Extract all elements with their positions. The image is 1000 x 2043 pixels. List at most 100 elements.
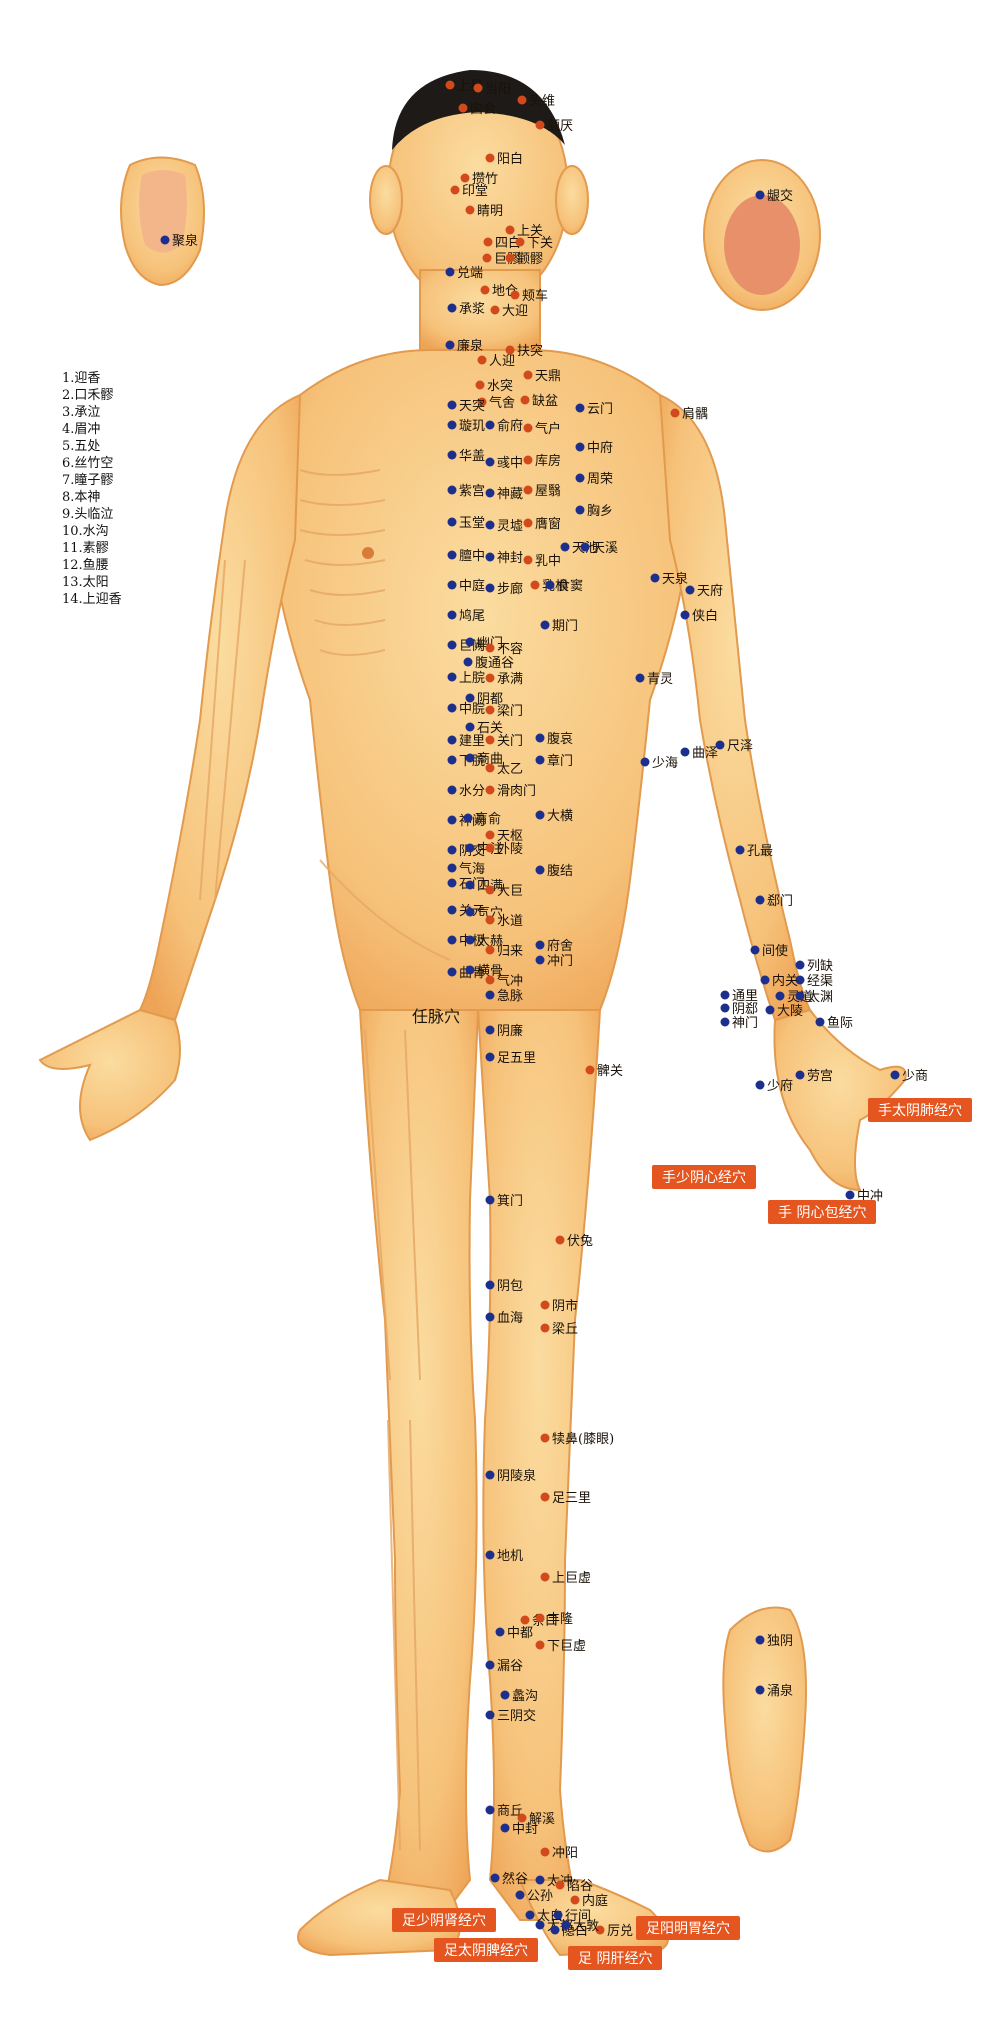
acupoint-dot [465, 205, 475, 215]
acupoint-label: 库房 [535, 453, 561, 469]
acupoint-dot [447, 485, 457, 495]
acupoint-label: 屋翳 [535, 484, 561, 499]
acupoint-dot [447, 420, 457, 430]
acupoint-dot [482, 253, 492, 263]
acupoint-dot [540, 1433, 550, 1443]
legend-item: 6.丝竹空 [62, 456, 114, 471]
acupoint-label: 大敦 [573, 1918, 599, 1934]
acupoint-dot [540, 1300, 550, 1310]
acupoint-dot [535, 810, 545, 820]
acupoint-dot [485, 153, 495, 163]
acupoint-dot [485, 1025, 495, 1035]
acupoint-dot [447, 845, 457, 855]
acupoint-dot [447, 580, 457, 590]
acupoint-label: 太乙 [497, 762, 523, 777]
acupoint-dot [485, 1550, 495, 1560]
acupoint-label: 气舍 [489, 395, 515, 411]
acupoint-dot [720, 1017, 730, 1027]
acupoint-label: 华盖 [459, 449, 485, 464]
acupoint-label: 颔厌 [547, 119, 573, 134]
acupoint-dot [495, 1627, 505, 1637]
acupoint-label: 归来 [497, 944, 523, 959]
acupoint-label: 劳宫 [807, 1068, 833, 1084]
acupoint-label: 三阴交 [497, 1708, 536, 1724]
acupoint-label: 阴陵泉 [497, 1468, 536, 1484]
tag-liver-meridian: 足 阴肝经穴 [568, 1946, 663, 1970]
acupoint-label: 冲门 [547, 954, 573, 969]
acupoint-dot [505, 253, 515, 263]
acupoint-label: 滑肉门 [497, 784, 536, 799]
acupoint-dot [485, 552, 495, 562]
acupoint-dot [445, 267, 455, 277]
acupoint-label: 中都 [507, 1626, 533, 1641]
acupoint-dot [535, 1640, 545, 1650]
acupoint-dot [685, 585, 695, 595]
acupoint-label: 上巨虚 [552, 1571, 591, 1586]
acupoint-dot [540, 620, 550, 630]
acupoint-dot [650, 573, 660, 583]
acupoint-dot [795, 991, 805, 1001]
acupoint-label: 紫宫 [459, 484, 485, 499]
legend-item: 13.太阳 [62, 575, 109, 590]
acupoint-label: 聚泉 [172, 233, 198, 249]
acupoint-dot [447, 935, 457, 945]
acupoint-label: 天枢 [497, 829, 523, 844]
acupoint-label: 俞府 [497, 418, 523, 434]
acupoint-dot [477, 397, 487, 407]
acupoint-label: 列缺 [807, 959, 833, 974]
tongue-detail [139, 170, 187, 253]
acupoint-dot [485, 673, 495, 683]
acupoint-label: 太渊 [807, 990, 833, 1005]
acupoint-dot [890, 1070, 900, 1080]
acupoint-label: 经渠 [807, 974, 833, 989]
acupoint-label: 冲阳 [552, 1846, 578, 1861]
acupoint-dot [750, 945, 760, 955]
acupoint-dot [485, 1660, 495, 1670]
acupoint-label: 阴都 [477, 692, 503, 707]
acupoint-dot [765, 1005, 775, 1015]
acupoint-dot [535, 755, 545, 765]
acupoint-dot [465, 880, 475, 890]
acupoint-label: 青灵 [647, 672, 673, 687]
acupoint-label: 阴郄 [732, 1002, 758, 1017]
acupoint-dot [720, 1003, 730, 1013]
acupoint-label: 大迎 [502, 304, 528, 319]
acupoint-dot [447, 517, 457, 527]
acupoint-dot [530, 580, 540, 590]
acupoint-label: 漏谷 [497, 1658, 523, 1674]
acupoint-label: 商曲 [477, 752, 503, 767]
acupoint-label: 陷谷 [567, 1879, 593, 1894]
acupoint-label: 上脘 [459, 671, 485, 686]
acupoint-dot [595, 1925, 605, 1935]
acupoint-label: 尺泽 [727, 739, 753, 754]
acupoint-dot [465, 753, 475, 763]
acupoint-label: 解溪 [529, 1812, 555, 1827]
acupoint-label: 商丘 [497, 1804, 523, 1819]
acupoint-label: 血海 [497, 1311, 523, 1326]
legend-item: 10.水沟 [62, 524, 109, 539]
legend-item: 2.口禾髎 [62, 388, 114, 403]
acupoint-dot [545, 580, 555, 590]
acupoint-dot [535, 120, 545, 130]
tag-pericardium-meridian: 手 阴心包经穴 [768, 1200, 877, 1224]
acupoint-label: 大横 [547, 809, 573, 824]
acupoint-label: 神门 [732, 1016, 758, 1031]
acupoint-dot [755, 1685, 765, 1695]
acupoint-label: 阴包 [497, 1279, 523, 1294]
acupoint-dot [447, 863, 457, 873]
acupoint-label: 气冲 [497, 973, 523, 989]
acupoint-dot [523, 555, 533, 565]
acupoint-label: 丰隆 [547, 1612, 573, 1627]
acupoint-label: 公孙 [527, 1889, 553, 1904]
acupoint-dot [555, 1235, 565, 1245]
legend-item: 9.头临泣 [62, 507, 114, 522]
acupoint-dot [485, 520, 495, 530]
acupoint-label: 大巨 [497, 884, 523, 899]
acupoint-dot [485, 1280, 495, 1290]
acupoint-label: 灵墟 [497, 519, 523, 534]
acupoint-dot [450, 185, 460, 195]
acupoint-label: 少府 [767, 1079, 793, 1094]
acupoint-label: 不容 [497, 641, 523, 657]
acupoint-dot [575, 442, 585, 452]
